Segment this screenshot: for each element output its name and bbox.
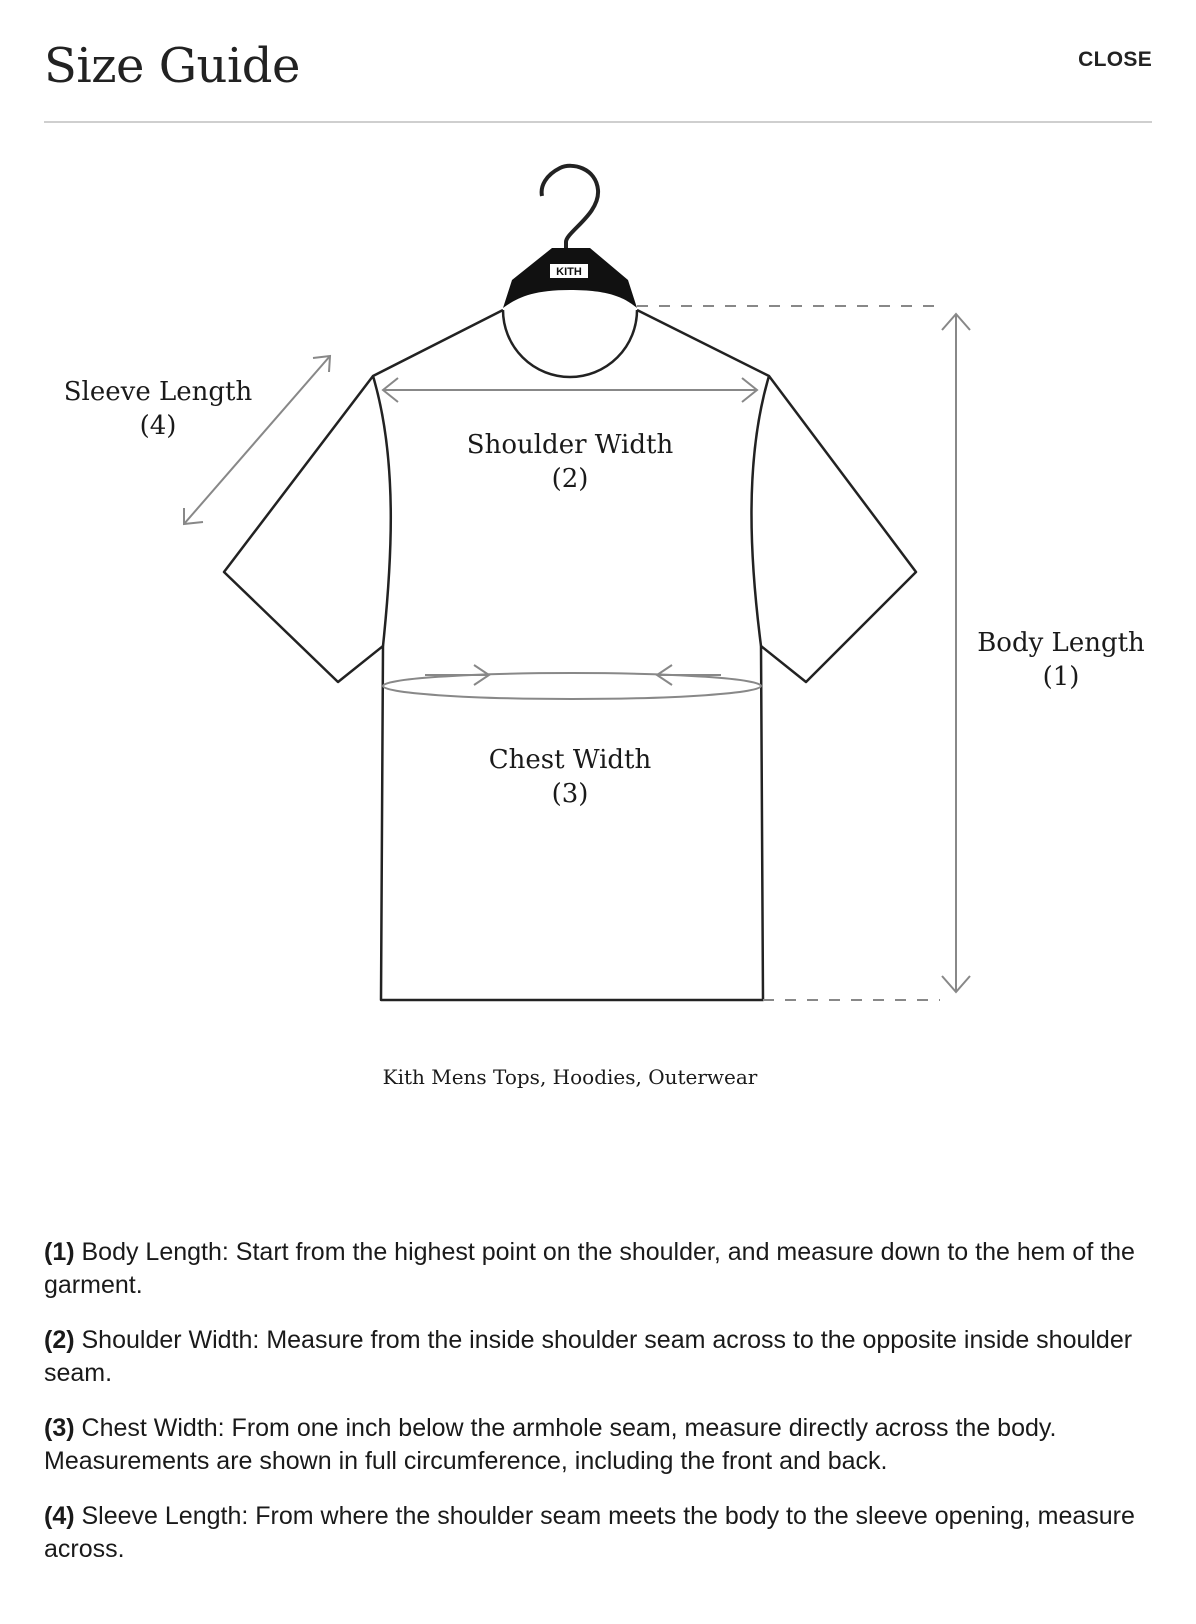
body-length-arrow	[637, 305, 971, 1001]
description-shoulder-width: (2) Shoulder Width: Measure from the ins…	[44, 1326, 1133, 1387]
page-title: Size Guide	[44, 38, 300, 94]
sleeve-length-label: Sleeve Length (4)	[63, 377, 253, 441]
description-body-length: (1) Body Length: Start from the highest …	[44, 1238, 1135, 1299]
shoulder-width-label: Shoulder Width (2)	[466, 430, 674, 494]
tshirt-outline	[222, 308, 918, 1002]
description-chest-width: (3) Chest Width: From one inch below the…	[44, 1414, 1057, 1475]
description-sleeve-length: (4) Sleeve Length: From where the should…	[44, 1502, 1135, 1563]
diagram-caption: Kith Mens Tops, Hoodies, Outerwear	[382, 1065, 758, 1089]
hanger-hook-icon	[539, 163, 601, 256]
chest-width-label: Chest Width (3)	[488, 745, 652, 809]
size-diagram: KITH Sleeve Lengt	[0, 130, 1196, 1120]
collar	[501, 309, 639, 379]
hanger-logo: KITH	[556, 266, 582, 278]
close-button[interactable]: CLOSE	[1078, 48, 1152, 71]
body-length-label: Body Length (1)	[977, 628, 1145, 692]
chest-width-arrow	[382, 664, 762, 700]
shoulder-width-arrow	[381, 377, 759, 403]
measurement-descriptions: (1) Body Length: Start from the highest …	[44, 1236, 1154, 1588]
sleeve-length-arrow	[183, 354, 332, 526]
modal-header: Size Guide CLOSE	[44, 0, 1152, 123]
tshirt-illustration: KITH	[183, 163, 971, 1002]
